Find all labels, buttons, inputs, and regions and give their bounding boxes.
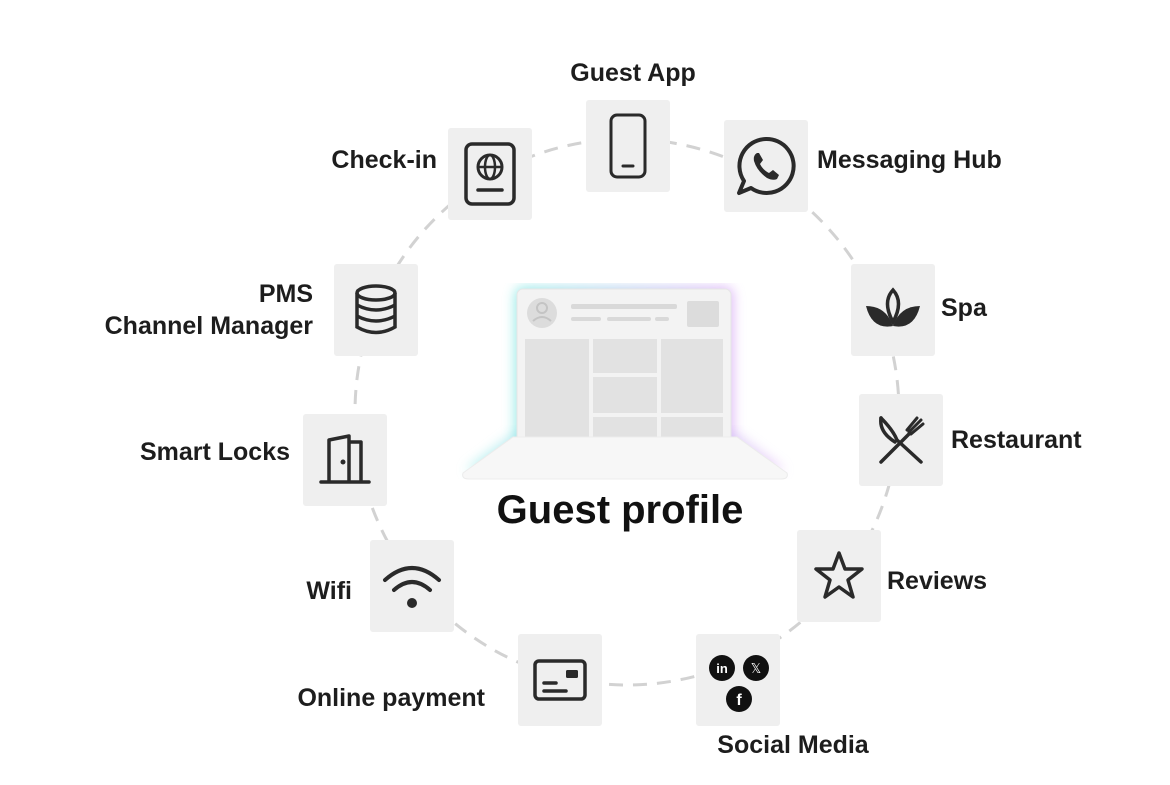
fork-knife-icon [879, 416, 925, 464]
reviews-label: Reviews [887, 567, 988, 595]
laptop-illustration [462, 287, 788, 480]
spa-tile[interactable] [851, 264, 935, 356]
svg-text:in: in [716, 661, 728, 676]
messaging-hub-label: Messaging Hub [817, 146, 1002, 174]
x-icon: 𝕏 [743, 655, 769, 681]
svg-text:f: f [736, 692, 742, 709]
smart-locks-label: Smart Locks [139, 438, 290, 466]
pms-tile[interactable] [334, 264, 418, 356]
social-media-tile[interactable]: in 𝕏 f [696, 634, 780, 726]
online-payment-label: Online payment [297, 684, 485, 712]
wifi-icon [383, 566, 441, 608]
guest-app-label: Guest App [570, 59, 696, 87]
credit-card-icon [533, 659, 587, 701]
facebook-icon: f [726, 686, 752, 712]
pms-label-line-2: Channel Manager [104, 312, 313, 340]
online-payment-tile[interactable] [518, 634, 602, 726]
social-icons: in 𝕏 f [709, 655, 769, 712]
door-icon [319, 434, 371, 484]
smart-locks-tile[interactable] [303, 414, 387, 506]
center-title: Guest profile [496, 488, 744, 532]
passport-icon [464, 142, 516, 206]
guest-app-tile[interactable] [586, 100, 670, 192]
whatsapp-icon [737, 136, 796, 195]
messaging-hub-tile[interactable] [724, 120, 808, 212]
wifi-tile[interactable] [370, 540, 454, 632]
restaurant-tile[interactable] [859, 394, 943, 486]
pms-label: PMS Channel Manager [105, 278, 313, 342]
wifi-label: Wifi [306, 577, 352, 605]
database-icon [355, 284, 397, 335]
lotus-icon [866, 287, 920, 327]
restaurant-label: Restaurant [951, 426, 1082, 454]
pms-label-line-1: PMS [258, 280, 313, 308]
svg-text:𝕏: 𝕏 [751, 662, 761, 677]
check-in-label: Check-in [331, 146, 437, 174]
star-icon [814, 551, 864, 599]
social-media-label: Social Media [717, 731, 869, 759]
spa-label: Spa [941, 294, 987, 322]
reviews-tile[interactable] [797, 530, 881, 622]
smartphone-icon [609, 113, 647, 179]
linkedin-icon: in [709, 655, 735, 681]
check-in-tile[interactable] [448, 128, 532, 220]
